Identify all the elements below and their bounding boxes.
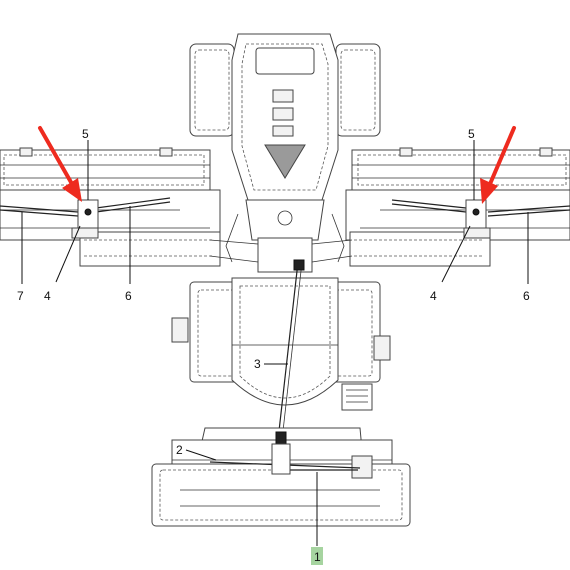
right-mower-unit [311,147,570,267]
callout-6-left: 6 [125,289,132,303]
left-mower-unit [0,147,259,267]
callout-7: 7 [17,289,24,303]
right-red-arrow [480,126,516,204]
callout-2: 2 [176,443,183,457]
grille-block-2 [272,107,294,121]
front-left-wheel [189,43,235,137]
callout-4-left: 4 [44,289,51,303]
callout-1: 1 [314,550,321,564]
callout-3: 3 [254,357,261,371]
left-belt [0,205,79,213]
right-belt [487,205,570,213]
center-frame [171,259,391,441]
callout-layer: 5 7 4 6 5 4 6 3 2 1 [17,127,530,565]
cab-assembly [189,33,381,273]
callout-1-highlight [311,547,323,565]
front-right-wheel [335,43,381,137]
drive-shaft [277,261,299,441]
callout-5-right: 5 [468,127,475,141]
rear-mower-deck [151,427,411,527]
callout-4-right: 4 [430,289,437,303]
grille-block-3 [272,125,294,137]
hood-triangle [264,144,306,179]
left-red-arrow [38,126,82,202]
grille-block-1 [272,89,294,103]
callout-5-left: 5 [82,127,89,141]
callout-6-right: 6 [523,289,530,303]
